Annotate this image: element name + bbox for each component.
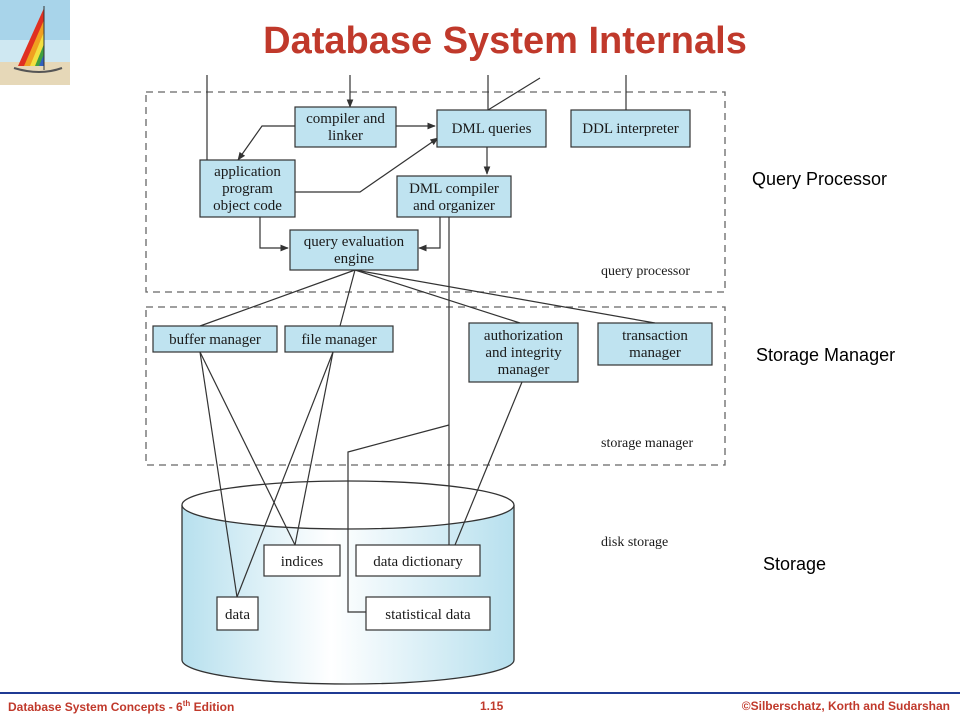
box-app-code-line3: object code (213, 198, 282, 214)
box-ddl-interpreter: DDL interpreter (570, 109, 691, 148)
box-dml-compiler-line2: and organizer (413, 198, 495, 214)
box-application-object-code: application program object code (199, 159, 296, 218)
box-transaction-line2: manager (629, 345, 681, 361)
box-auth-line3: manager (498, 362, 550, 378)
box-dml-queries-line1: DML queries (452, 121, 532, 137)
box-auth-line2: and integrity (485, 345, 562, 361)
side-label-query-processor: Query Processor (752, 169, 888, 189)
box-data: data (216, 596, 259, 631)
box-data-dictionary-line1: data dictionary (373, 554, 463, 570)
footer-book-title: Database System Concepts - 6 (8, 700, 183, 714)
box-file-manager: file manager (284, 325, 394, 353)
side-label-storage-manager: Storage Manager (756, 345, 896, 365)
box-indices-line1: indices (281, 554, 324, 570)
box-file-manager-line1: file manager (301, 332, 376, 348)
box-ddl-interpreter-line1: DDL interpreter (582, 121, 678, 137)
storage-manager-region (145, 306, 726, 466)
slide-title: Database System Internals (263, 20, 747, 62)
box-data-line1: data (225, 607, 250, 623)
box-data-dictionary: data dictionary (355, 544, 481, 577)
footer-edition-sup: th (182, 699, 191, 708)
box-dml-compiler-line1: DML compiler (409, 181, 499, 197)
box-query-engine-line1: query evaluation (304, 234, 405, 250)
side-label-storage: Storage (763, 554, 827, 574)
footer-copyright: ©Silberschatz, Korth and Sudarshan (741, 699, 950, 713)
box-query-engine-line2: engine (334, 251, 374, 267)
sailboat-logo (0, 0, 70, 85)
box-indices: indices (263, 544, 341, 577)
footer-divider (0, 692, 960, 694)
box-app-code-line1: application (214, 164, 281, 180)
box-compiler-linker-line2: linker (328, 128, 363, 144)
region-label-storage-manager: storage manager (601, 436, 693, 451)
box-buffer-manager: buffer manager (152, 325, 278, 353)
box-compiler-linker: compiler and linker (294, 106, 397, 148)
region-label-disk-storage: disk storage (601, 535, 668, 550)
query-processor-region (145, 91, 726, 293)
box-dml-queries: DML queries (436, 109, 547, 148)
footer-left: Database System Concepts - 6th Edition (8, 699, 234, 714)
box-authorization-manager: authorization and integrity manager (468, 322, 579, 383)
box-dml-compiler: DML compiler and organizer (396, 175, 512, 218)
box-buffer-manager-line1: buffer manager (169, 332, 261, 348)
box-statistical-data: statistical data (365, 596, 491, 631)
footer-page-number: 1.15 (480, 699, 504, 713)
box-transaction-manager: transaction manager (597, 322, 713, 366)
region-label-query-processor: query processor (601, 264, 690, 279)
box-auth-line1: authorization (484, 328, 564, 344)
box-compiler-linker-line1: compiler and (306, 111, 385, 127)
diagram-connectors (199, 75, 656, 613)
box-query-evaluation-engine: query evaluation engine (289, 229, 419, 271)
box-transaction-line1: transaction (622, 328, 688, 344)
box-app-code-line2: program (222, 181, 273, 197)
footer-edition: Edition (190, 700, 235, 714)
box-statistical-data-line1: statistical data (385, 607, 471, 623)
